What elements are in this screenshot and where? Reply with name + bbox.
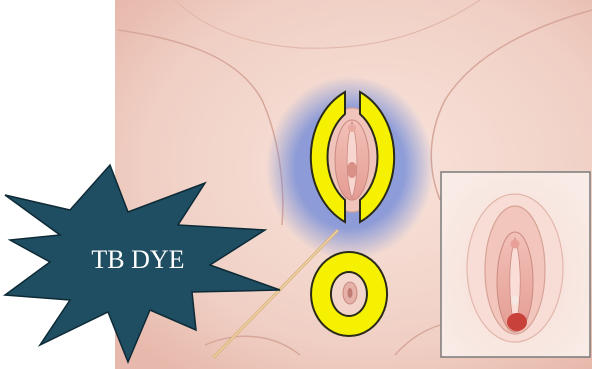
- inset-view: [441, 172, 590, 357]
- inset-lesion: [507, 313, 527, 331]
- burst-label: TB DYE: [91, 245, 184, 274]
- anus-main: [343, 282, 357, 304]
